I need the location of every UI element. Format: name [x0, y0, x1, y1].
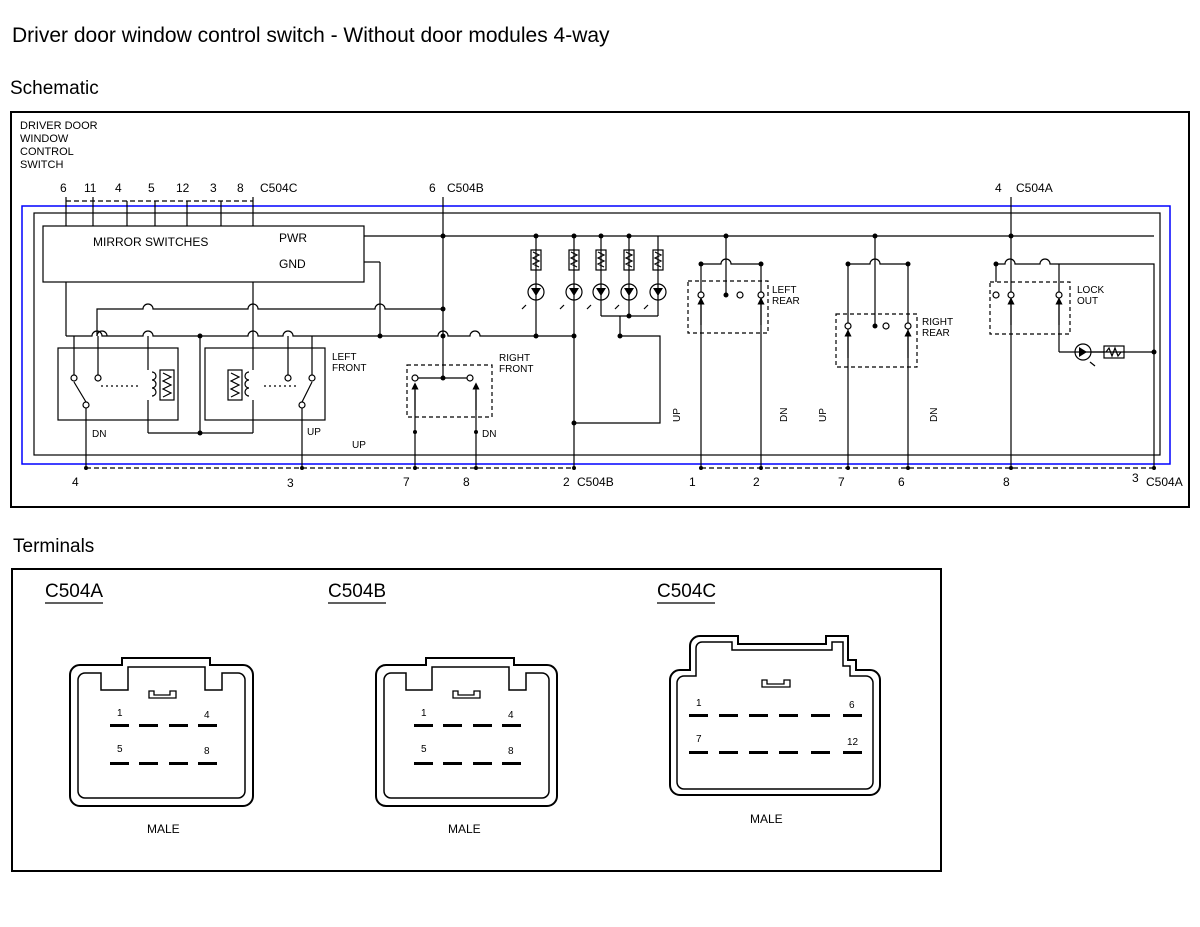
svg-text:C504C: C504C [657, 581, 716, 602]
svg-text:LEFT: LEFT [772, 285, 796, 296]
svg-text:FRONT: FRONT [332, 363, 366, 374]
c504a-label-bottom: C504A [1146, 475, 1183, 489]
switch-contacts [70, 291, 1063, 409]
svg-text:CONTROL: CONTROL [20, 146, 74, 158]
mirror-coils [147, 365, 254, 405]
svg-text:8: 8 [463, 475, 470, 489]
svg-text:RIGHT: RIGHT [922, 317, 953, 328]
svg-text:OUT: OUT [1077, 296, 1098, 307]
svg-text:8: 8 [1003, 475, 1010, 489]
c504b-label-bottom: C504B [577, 475, 614, 489]
svg-text:C504B: C504B [328, 581, 386, 602]
svg-text:4: 4 [508, 710, 514, 721]
svg-text:6: 6 [849, 700, 855, 711]
svg-text:5: 5 [117, 744, 123, 755]
svg-text:MALE: MALE [750, 812, 783, 826]
svg-text:11: 11 [84, 181, 97, 195]
svg-text:SWITCH: SWITCH [20, 159, 63, 171]
svg-text:3: 3 [287, 476, 294, 490]
svg-text:6: 6 [60, 181, 67, 195]
svg-text:UP: UP [672, 408, 683, 422]
component-outline [33, 212, 1161, 456]
svg-text:LOCK: LOCK [1077, 285, 1105, 296]
switch-levers [73, 297, 1063, 410]
svg-text:4: 4 [115, 181, 122, 195]
svg-text:5: 5 [148, 181, 155, 195]
svg-text:7: 7 [696, 734, 702, 745]
c504c-top-pins: 6 11 4 5 12 3 8 C504C 6 C504B 4 C504A [60, 181, 1053, 195]
connector-c504c: C504C 1 6 7 12 MALE [657, 581, 881, 826]
wiring [42, 197, 1155, 470]
terminals-panel [11, 568, 942, 872]
svg-text:3: 3 [1132, 471, 1139, 485]
svg-text:4: 4 [995, 181, 1002, 195]
pwr-label: PWR [279, 231, 307, 245]
terminals-heading: Terminals [13, 536, 95, 557]
component-label: DRIVER DOOR WINDOW CONTROL SWITCH [20, 120, 98, 171]
c504b-label-top: C504B [447, 181, 484, 195]
led-triangles [531, 288, 1087, 357]
svg-text:DN: DN [92, 429, 106, 440]
schematic-heading: Schematic [10, 78, 99, 99]
led-indicators [521, 249, 1125, 367]
page-title: Driver door window control switch - With… [12, 24, 610, 47]
svg-text:WINDOW: WINDOW [20, 133, 69, 145]
svg-text:UP: UP [818, 408, 829, 422]
svg-text:REAR: REAR [772, 296, 800, 307]
connector-c504b: C504B 1 4 5 8 MALE [328, 581, 558, 836]
shield-outline [21, 205, 1171, 465]
svg-text:2: 2 [753, 475, 760, 489]
svg-text:FRONT: FRONT [499, 364, 533, 375]
svg-text:2: 2 [563, 475, 570, 489]
svg-text:DN: DN [929, 408, 940, 422]
svg-text:DN: DN [779, 408, 790, 422]
svg-text:DN: DN [482, 429, 496, 440]
svg-text:1: 1 [689, 475, 696, 489]
svg-text:8: 8 [508, 746, 514, 757]
svg-text:6: 6 [429, 181, 436, 195]
svg-text:8: 8 [237, 181, 244, 195]
svg-text:4: 4 [72, 475, 79, 489]
svg-text:5: 5 [421, 744, 427, 755]
svg-text:1: 1 [117, 708, 123, 719]
svg-text:12: 12 [176, 181, 190, 195]
svg-text:RIGHT: RIGHT [499, 353, 530, 364]
svg-text:6: 6 [898, 475, 905, 489]
svg-text:DRIVER DOOR: DRIVER DOOR [20, 120, 98, 132]
gnd-label: GND [279, 257, 306, 271]
svg-text:1: 1 [421, 708, 427, 719]
svg-text:7: 7 [838, 475, 845, 489]
svg-text:4: 4 [204, 710, 210, 721]
junction-dots [84, 233, 1157, 470]
svg-text:MALE: MALE [147, 822, 180, 836]
svg-text:UP: UP [307, 427, 321, 438]
svg-text:LEFT: LEFT [332, 352, 356, 363]
svg-text:REAR: REAR [922, 328, 950, 339]
connector-c504a: C504A 1 4 5 8 MALE [45, 581, 254, 836]
svg-text:12: 12 [847, 737, 859, 748]
c504c-label-top: C504C [260, 181, 298, 195]
svg-text:UP: UP [352, 440, 366, 451]
svg-text:8: 8 [204, 746, 210, 757]
mirror-switches-label: MIRROR SWITCHES [93, 235, 208, 249]
svg-text:1: 1 [696, 698, 702, 709]
schematic-panel [10, 111, 1190, 508]
svg-text:3: 3 [210, 181, 217, 195]
svg-text:7: 7 [403, 475, 410, 489]
svg-text:MALE: MALE [448, 822, 481, 836]
schematic-labels: MIRROR SWITCHES PWR GND LEFT FRONT RIGHT… [72, 231, 1183, 490]
svg-text:C504A: C504A [45, 581, 103, 602]
c504a-label-top: C504A [1016, 181, 1053, 195]
